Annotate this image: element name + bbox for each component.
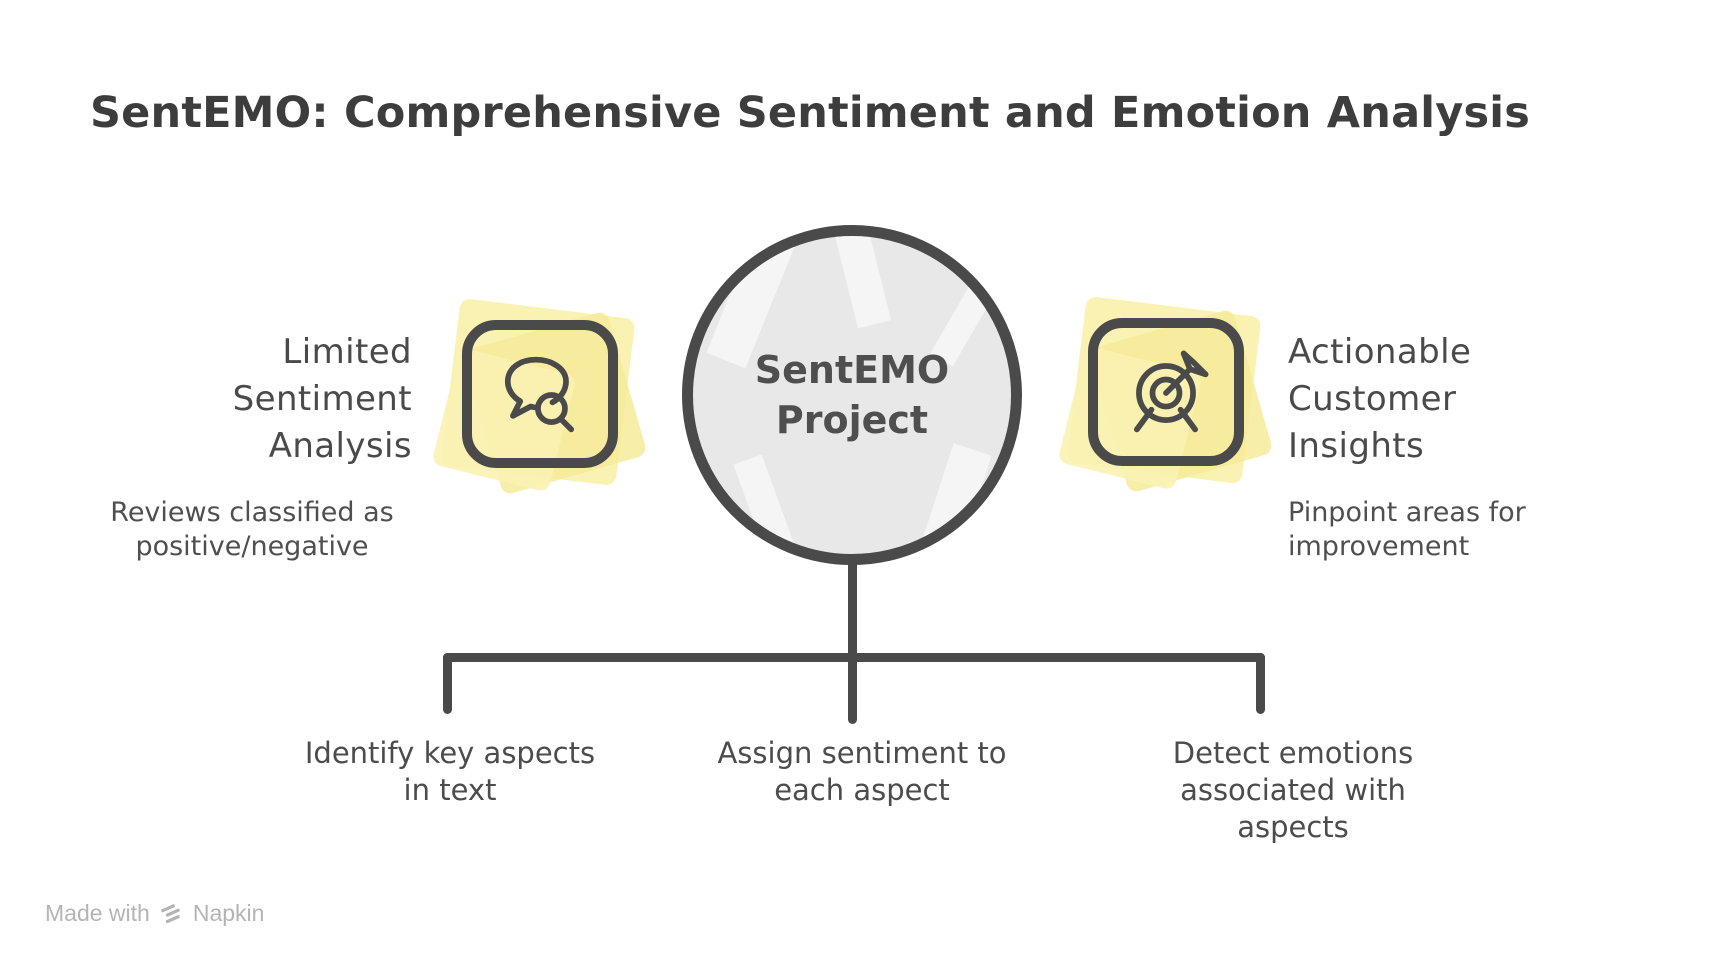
heading-line: Actionable (1288, 332, 1472, 372)
branch-line: associated with (1180, 773, 1406, 807)
watermark: Made with Napkin (45, 900, 264, 927)
branch-line: Identify key aspects (304, 736, 596, 770)
left-icon-box (462, 320, 618, 468)
branch-line: each aspect (774, 773, 950, 807)
chat-search-icon (504, 356, 575, 433)
right-node-heading: Actionable Customer Insights (1288, 329, 1608, 470)
central-node: SentEMO Project (682, 225, 1022, 565)
description-line: Reviews classified as (110, 497, 394, 528)
branch-line: aspects (1237, 810, 1349, 844)
left-node-heading: Limited Sentiment Analysis (112, 329, 412, 470)
branch-line: Detect emotions (1172, 736, 1414, 770)
heading-line: Analysis (268, 426, 412, 466)
watermark-brand: Napkin (192, 900, 265, 926)
connector-hook-left (443, 653, 452, 714)
branch-item-detect-emotions: Detect emotions associated with aspects (1123, 735, 1463, 846)
connector-hook-right (1256, 653, 1265, 714)
central-node-line: Project (775, 398, 929, 442)
heading-line: Customer (1288, 379, 1457, 419)
napkin-logo-icon (160, 904, 180, 924)
right-node-description: Pinpoint areas for improvement (1288, 496, 1618, 564)
target-arrow-icon (1134, 350, 1209, 433)
branch-item-assign-sentiment: Assign sentiment to each aspect (692, 735, 1032, 809)
connector-stem (848, 552, 857, 724)
right-icon-box (1088, 318, 1244, 466)
branch-item-identify-aspects: Identify key aspects in text (280, 735, 620, 809)
heading-line: Sentiment (232, 379, 412, 419)
description-line: Pinpoint areas for (1288, 497, 1526, 528)
central-node-label: SentEMO Project (693, 236, 1011, 554)
left-node-description: Reviews classified as positive/negative (92, 496, 412, 564)
description-line: improvement (1288, 531, 1470, 562)
branch-line: Assign sentiment to (717, 736, 1007, 770)
central-node-line: SentEMO (754, 348, 950, 392)
left-icon-tile (431, 297, 648, 496)
heading-line: Limited (282, 332, 412, 372)
right-icon-tile (1057, 295, 1274, 494)
description-line: positive/negative (135, 531, 369, 562)
heading-line: Insights (1288, 426, 1425, 466)
page-title: SentEMO: Comprehensive Sentiment and Emo… (90, 88, 1530, 138)
watermark-text: Made with (45, 900, 150, 926)
connector-crossbar (443, 653, 1265, 662)
branch-line: in text (403, 773, 497, 807)
